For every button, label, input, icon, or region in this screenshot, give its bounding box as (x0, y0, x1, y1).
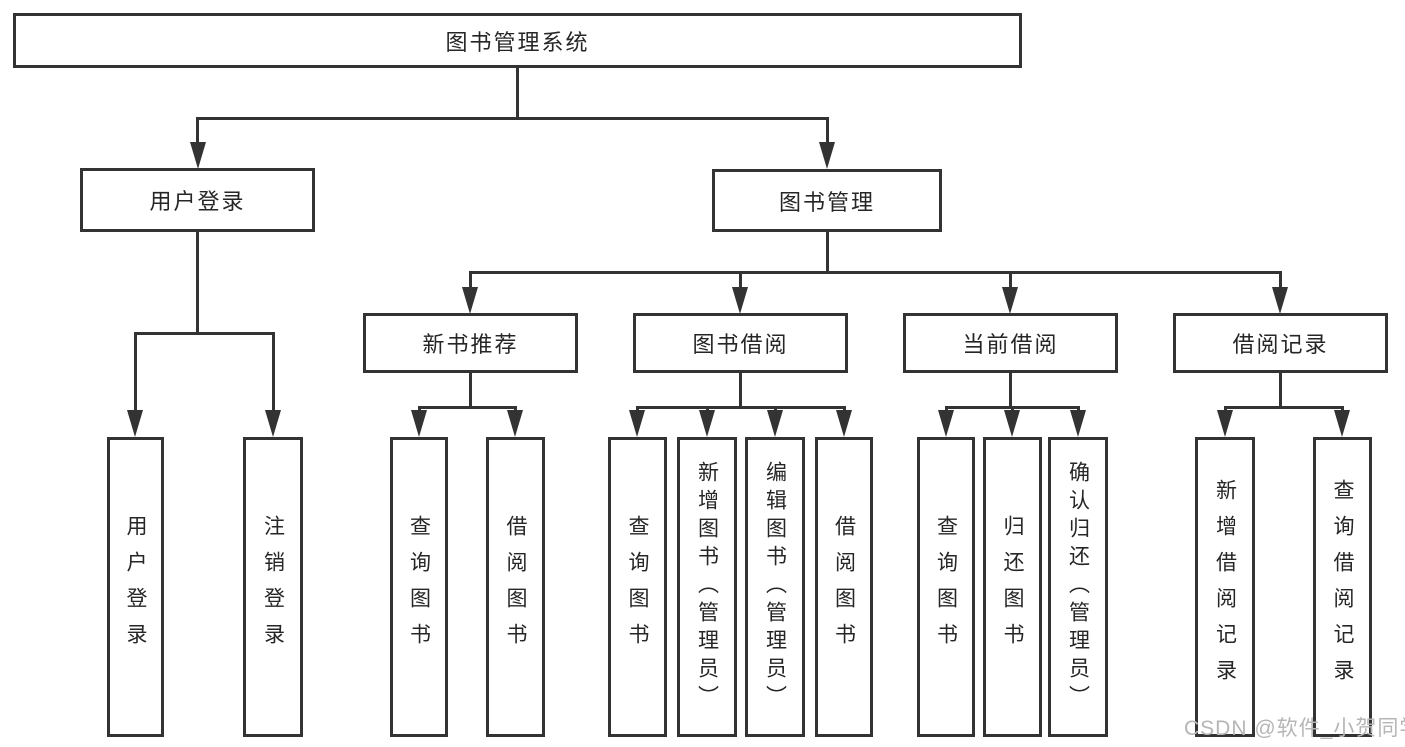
connector-vline (418, 406, 421, 413)
connector-vline (1341, 406, 1344, 413)
node-label: 编辑图书（管理员） (763, 461, 787, 713)
connector-vline (272, 332, 275, 412)
arrow-down-icon (938, 410, 954, 437)
arrow-down-icon (1334, 410, 1350, 437)
arrow-down-icon (265, 410, 281, 437)
node-borrowing-records: 借阅记录 (1173, 313, 1388, 373)
node-leaf-return-books: 归还图书 (983, 437, 1042, 737)
node-label: 注销登录 (261, 515, 285, 659)
connector-vline (1224, 406, 1227, 413)
connector-vline (774, 406, 777, 413)
connector-hline (418, 406, 517, 409)
node-leaf-user-login: 用户登录 (107, 437, 164, 737)
node-label: 用户登录 (124, 515, 148, 659)
node-label: 图书管理系统 (445, 29, 590, 55)
connector-vline (1077, 406, 1080, 413)
arrow-down-icon (507, 410, 523, 437)
node-leaf-query-borrow-record: 查询借阅记录 (1313, 437, 1372, 737)
node-label: 图书借阅 (692, 332, 789, 357)
connector-hline (469, 271, 1282, 274)
arrow-down-icon (411, 410, 427, 437)
node-label: 新书推荐 (422, 332, 519, 357)
connector-hline (134, 332, 275, 335)
node-user-login: 用户登录 (80, 168, 315, 232)
node-label: 新增图书（管理员） (695, 461, 719, 713)
node-book-management: 图书管理 (712, 169, 942, 232)
node-leaf-borrow-books: 借阅图书 (815, 437, 873, 737)
node-leaf-confirm-return-admin: 确认归还（管理员） (1048, 437, 1108, 737)
arrow-down-icon (1272, 287, 1288, 314)
node-label: 借阅图书 (504, 515, 528, 659)
connector-vline (134, 332, 137, 412)
node-leaf-query-books-recommend: 查询图书 (390, 437, 448, 737)
connector-vline (739, 373, 742, 409)
connector-vline (1279, 271, 1282, 289)
connector-vline (516, 68, 519, 120)
arrow-down-icon (629, 410, 645, 437)
node-leaf-add-books-admin: 新增图书（管理员） (677, 437, 737, 737)
node-label: 图书管理 (778, 189, 875, 215)
node-label: 归还图书 (1001, 515, 1025, 659)
arrow-down-icon (819, 142, 835, 169)
arrow-down-icon (1070, 410, 1086, 437)
node-current-borrowing: 当前借阅 (903, 313, 1118, 373)
connector-hline (636, 406, 845, 409)
connector-vline (469, 271, 472, 289)
node-label: 新增借阅记录 (1213, 479, 1237, 695)
node-label: 用户登录 (149, 189, 246, 214)
node-label: 查询图书 (934, 515, 958, 659)
connector-vline (826, 232, 829, 274)
connector-vline (514, 406, 517, 413)
connector-vline (826, 117, 829, 144)
connector-vline (469, 373, 472, 409)
arrow-down-icon (836, 410, 852, 437)
node-leaf-edit-books-admin: 编辑图书（管理员） (745, 437, 805, 737)
node-leaf-query-books-current: 查询图书 (917, 437, 975, 737)
connector-vline (1279, 373, 1282, 409)
arrow-down-icon (462, 287, 478, 314)
connector-vline (945, 406, 948, 413)
arrow-down-icon (699, 410, 715, 437)
connector-vline (706, 406, 709, 413)
arrow-down-icon (1217, 410, 1233, 437)
arrow-down-icon (190, 142, 206, 169)
csdn-watermark: CSDN @软件_小贺同学 (1184, 717, 1405, 740)
arrow-down-icon (127, 410, 143, 437)
connector-vline (1011, 406, 1014, 413)
node-label: 查询借阅记录 (1331, 479, 1355, 695)
node-label: 借阅记录 (1232, 332, 1329, 357)
arrow-down-icon (732, 287, 748, 314)
connector-hline (1224, 406, 1343, 409)
connector-vline (739, 271, 742, 289)
connector-vline (1009, 373, 1012, 409)
connector-vline (196, 117, 199, 144)
node-leaf-query-books-borrow: 查询图书 (608, 437, 667, 737)
node-leaf-logout: 注销登录 (243, 437, 303, 737)
node-leaf-add-borrow-record: 新增借阅记录 (1195, 437, 1255, 737)
node-label: 确认归还（管理员） (1066, 461, 1090, 713)
connector-vline (843, 406, 846, 413)
connector-vline (636, 406, 639, 413)
node-book-borrowing: 图书借阅 (633, 313, 848, 373)
arrow-down-icon (1004, 410, 1020, 437)
connector-vline (1009, 271, 1012, 289)
node-leaf-borrow-books-recommend: 借阅图书 (486, 437, 545, 737)
node-label: 查询图书 (626, 515, 650, 659)
node-new-book-recommend: 新书推荐 (363, 313, 578, 373)
node-root-library-system: 图书管理系统 (13, 13, 1022, 68)
connector-hline (196, 117, 829, 120)
connector-vline (196, 232, 199, 335)
node-label: 当前借阅 (962, 332, 1059, 357)
node-label: 借阅图书 (832, 515, 856, 659)
arrow-down-icon (767, 410, 783, 437)
node-label: 查询图书 (407, 515, 431, 659)
arrow-down-icon (1002, 287, 1018, 314)
